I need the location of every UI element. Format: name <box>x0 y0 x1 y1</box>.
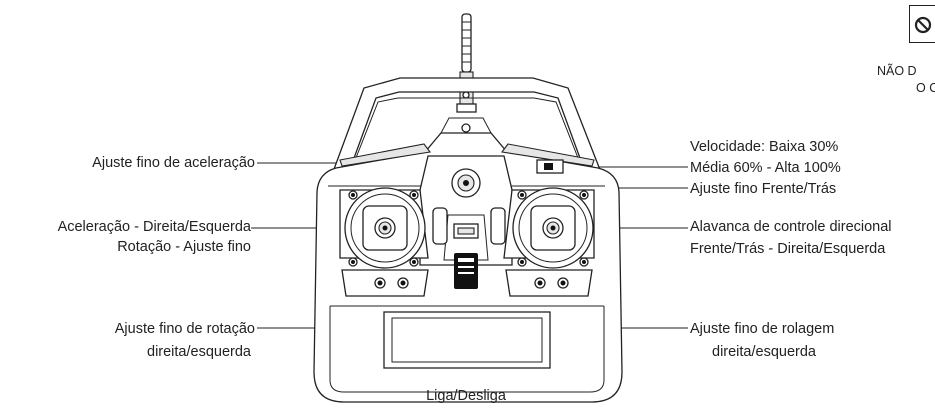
label-speed-line1: Velocidade: Baixa 30% <box>690 139 839 155</box>
power-switch <box>454 253 478 289</box>
left-stick-assembly <box>339 187 429 269</box>
lower-trim-pads <box>341 269 593 297</box>
label-throttle-line1: Aceleração - Direita/Esquerda <box>57 219 251 235</box>
label-fine-roll-line1: Ajuste fino de rolagem <box>690 321 835 337</box>
right-stick-assembly <box>503 187 595 269</box>
label-fine-rotation-line2: direita/esquerda <box>147 344 251 360</box>
warning-text-line2: O C <box>916 81 935 95</box>
label-power: Liga/Desliga <box>426 388 506 404</box>
label-direction-line2: Frente/Trás - Direita/Esquerda <box>690 241 886 257</box>
label-direction-line1: Alavanca de controle direcional <box>690 219 892 235</box>
speed-switch <box>536 159 564 174</box>
label-fine-throttle: Ajuste fino de aceleração <box>92 155 255 171</box>
battery-compartment <box>329 305 605 393</box>
no-symbol-icon <box>914 16 932 34</box>
label-throttle-line2: Rotação - Ajuste fino <box>117 239 251 255</box>
label-fine-forward-back: Ajuste fino Frente/Trás <box>690 181 837 197</box>
warning-text-line1: NÃO D <box>877 64 917 78</box>
label-fine-roll-line2: direita/esquerda <box>712 344 816 360</box>
center-trim-buttons <box>432 207 506 245</box>
warning-box <box>909 5 935 43</box>
antenna <box>456 13 477 113</box>
label-speed-line2: Média 60% - Alta 100% <box>690 160 841 176</box>
label-fine-rotation-line1: Ajuste fino de rotação <box>114 321 255 337</box>
